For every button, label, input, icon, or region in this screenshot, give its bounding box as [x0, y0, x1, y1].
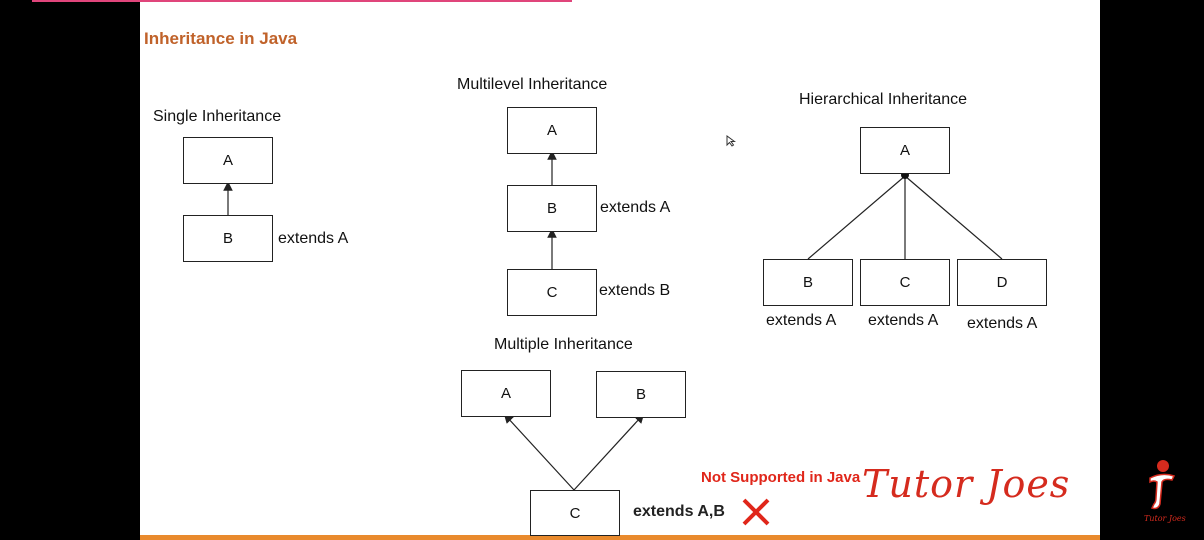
multilevel-box-b: B [507, 185, 597, 232]
hierarchical-heading: Hierarchical Inheritance [799, 91, 968, 108]
multiple-box-c: C [530, 490, 620, 536]
tutor-joes-logo-icon [1149, 460, 1176, 510]
multilevel-heading: Multilevel Inheritance [457, 76, 608, 93]
hier-line-b [807, 175, 906, 260]
multiple-extends-label: extends A,B [633, 503, 725, 520]
multiple-arrow-b [573, 413, 645, 491]
hierarchical-extends-b-label: extends A [766, 312, 837, 329]
hierarchical-box-c: C [860, 259, 950, 306]
hierarchical-extends-c-label: extends A [868, 312, 939, 329]
multilevel-extends-b-label: extends A [600, 199, 671, 216]
hierarchical-box-a: A [860, 127, 950, 174]
top-progress-bar [32, 0, 572, 2]
single-heading: Single Inheritance [153, 108, 282, 125]
bottom-bar [140, 535, 1100, 540]
hierarchical-box-b: B [763, 259, 853, 306]
multiple-arrow-a [503, 413, 575, 491]
single-box-a: A [183, 137, 273, 184]
not-supported-warning: Not Supported in Java [701, 469, 861, 486]
hierarchical-extends-d-label: extends A [967, 315, 1038, 332]
brand-watermark: Tutor Joes [862, 462, 1071, 506]
multiple-box-b: B [596, 371, 686, 418]
single-box-b: B [183, 215, 273, 262]
multiple-heading: Multiple Inheritance [494, 336, 633, 353]
hierarchical-box-d: D [957, 259, 1047, 306]
multilevel-extends-c-label: extends B [599, 282, 671, 299]
mouse-cursor-icon [726, 135, 736, 147]
logo-caption: Tutor Joes [1144, 514, 1186, 523]
multilevel-box-a: A [507, 107, 597, 154]
multiple-box-a: A [461, 370, 551, 417]
multilevel-box-c: C [507, 269, 597, 316]
slide-title: Inheritance in Java [144, 29, 298, 48]
hier-line-d [904, 175, 1003, 260]
single-extends-label: extends A [278, 230, 349, 247]
cross-icon [742, 498, 770, 526]
